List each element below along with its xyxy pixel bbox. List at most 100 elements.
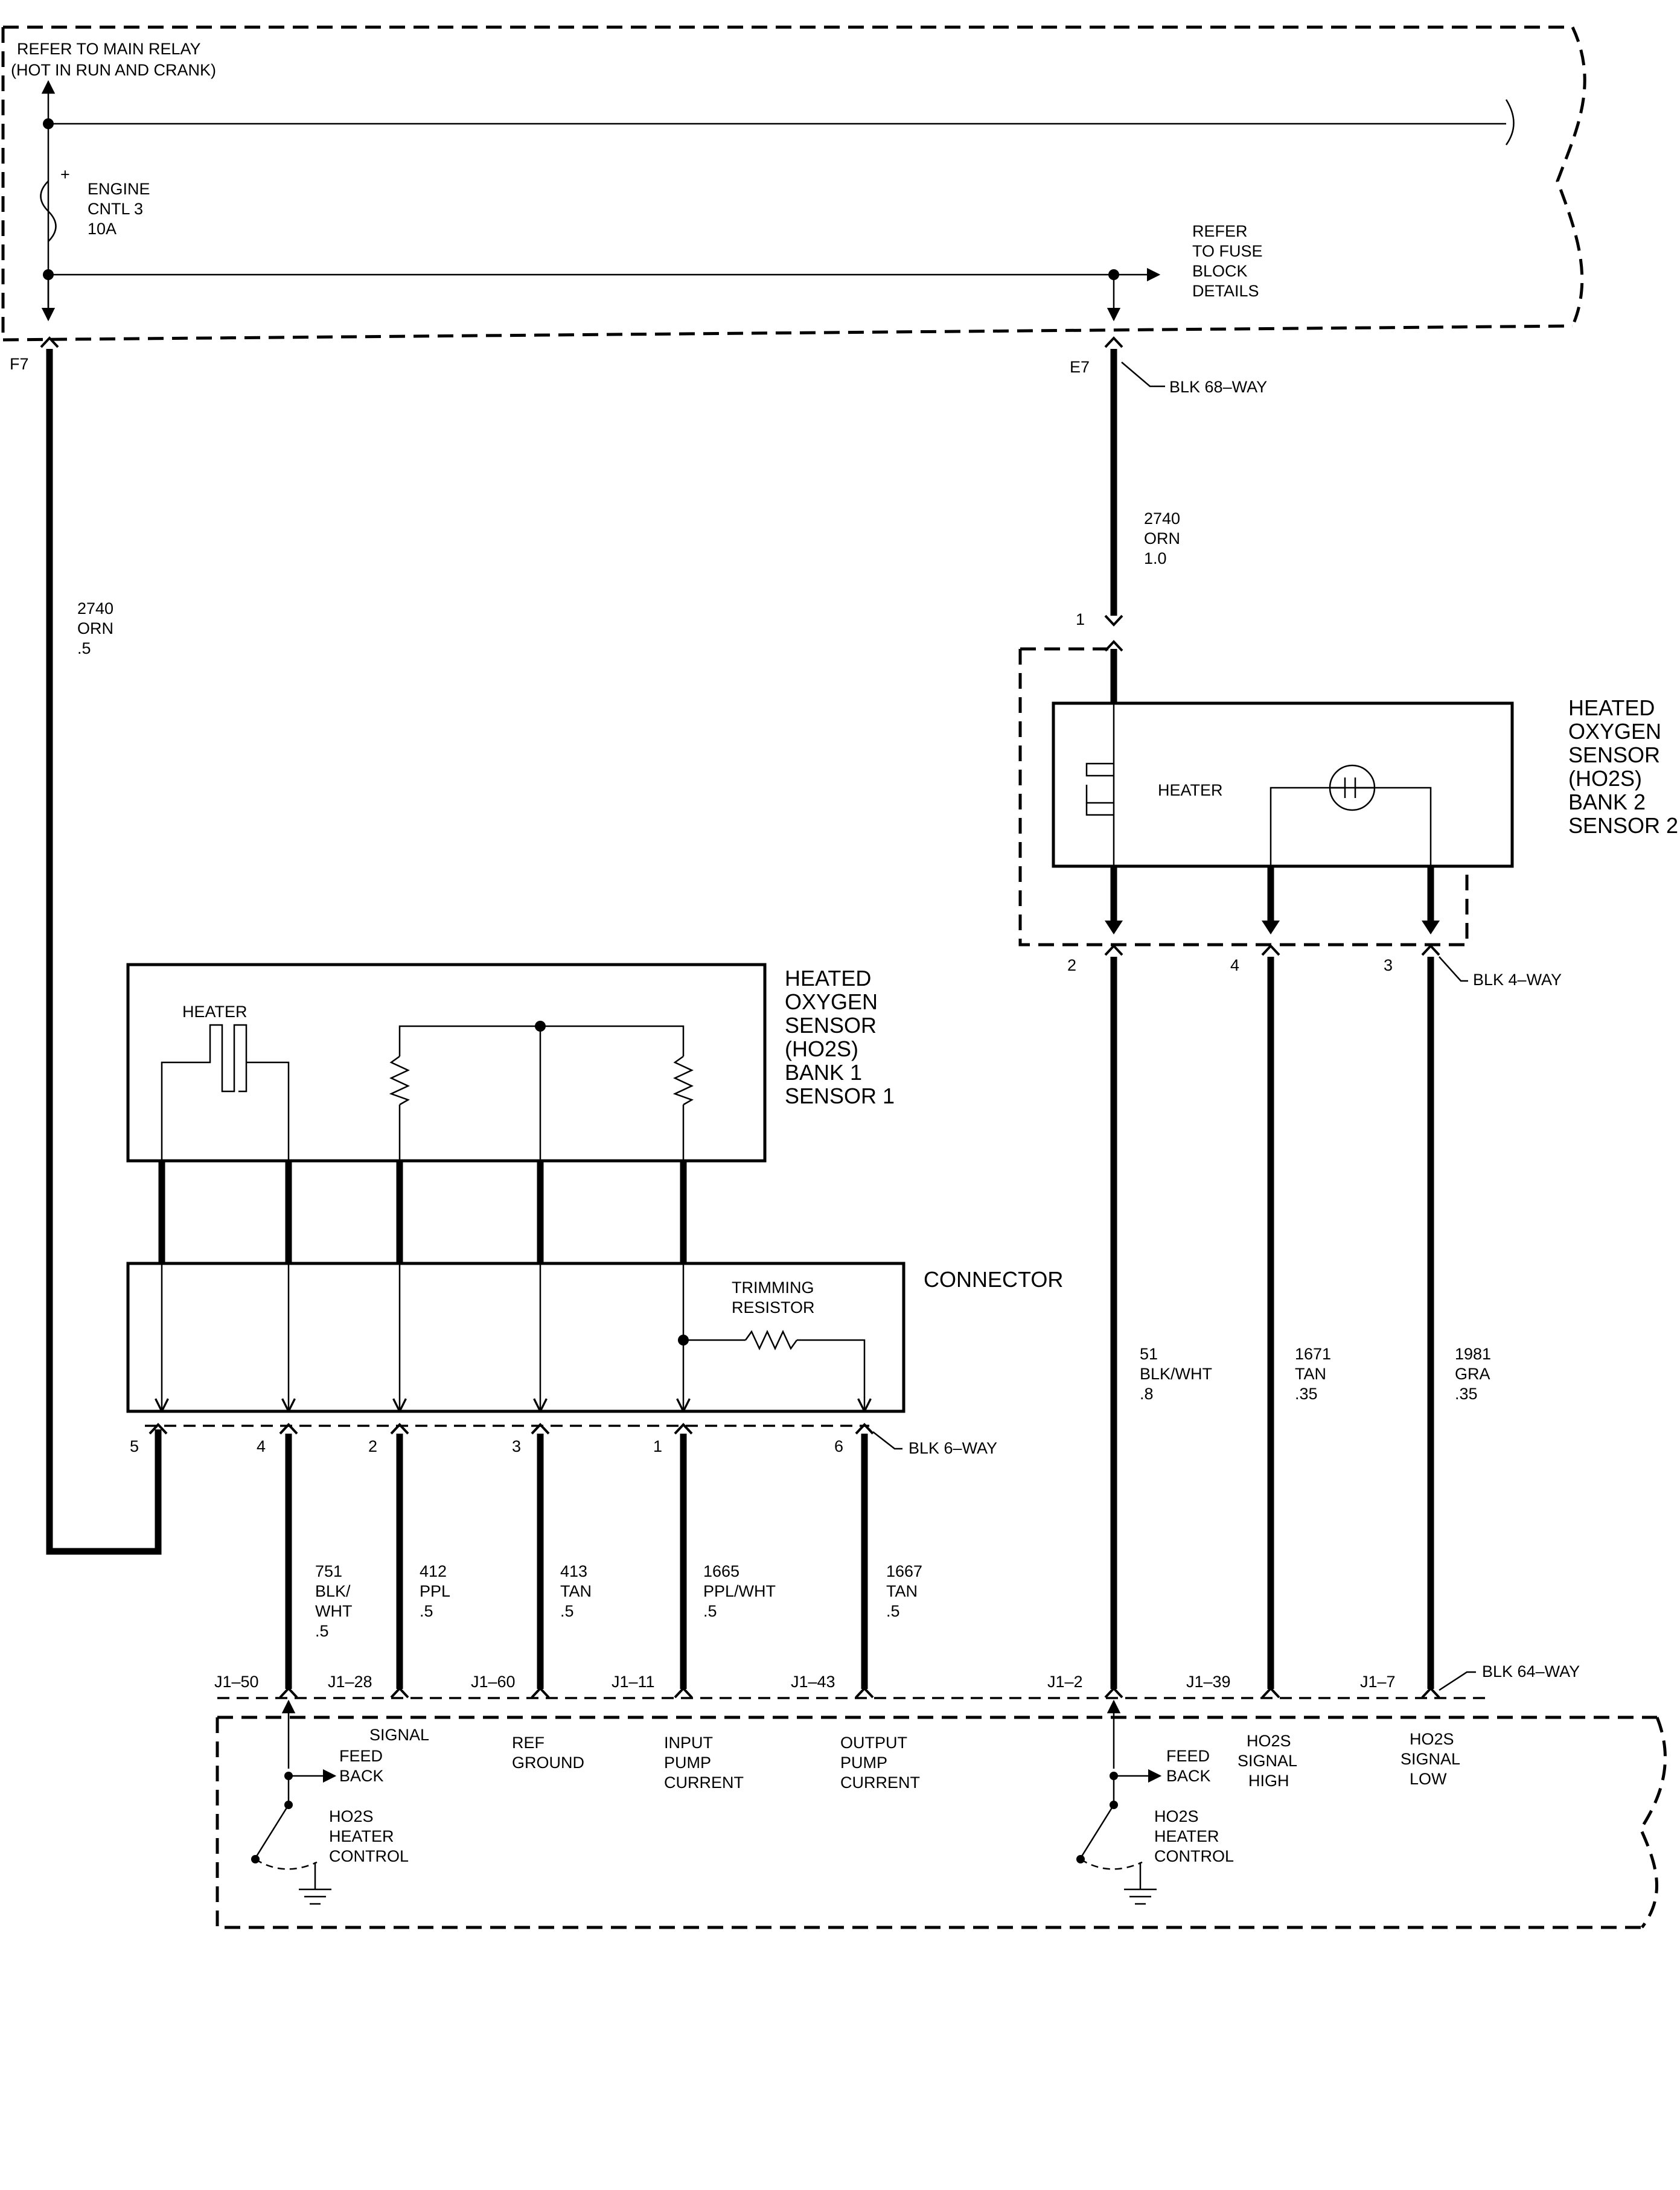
sensor2-title-1: HEATED: [1568, 695, 1655, 720]
pcm-output-pump-3: CURRENT: [840, 1773, 920, 1792]
wire-751-num: 751: [315, 1562, 342, 1580]
refer-splice-dot: [1108, 269, 1119, 280]
pcm-signal-low-1: HO2S: [1410, 1730, 1454, 1748]
wire-1671-num: 1671: [1295, 1345, 1331, 1363]
wire-1981-num: 1981: [1455, 1345, 1491, 1363]
refer-fuse-line4: DETAILS: [1192, 282, 1259, 300]
wire-1665-size: .5: [703, 1602, 717, 1620]
wire-2740-right-color: ORN: [1144, 529, 1180, 548]
wire-1665-color: PPL/WHT: [703, 1582, 776, 1600]
wire-2740-right-num: 2740: [1144, 509, 1180, 528]
pcm-heater-switch-right: [1076, 1699, 1162, 1905]
refer-fuse-line2: TO FUSE: [1192, 242, 1263, 260]
s2-pin2-terminal: [1104, 944, 1123, 956]
wire-413-num: 413: [560, 1562, 587, 1580]
wire-2740-left: [46, 349, 162, 1555]
wire-751-color: BLK/: [315, 1582, 351, 1600]
fuse-rating: 10A: [88, 220, 117, 238]
wire-1981-size: .35: [1455, 1385, 1478, 1403]
connector-title: CONNECTOR: [924, 1267, 1063, 1292]
wire-1667-color: TAN: [886, 1582, 918, 1600]
pcm-input-pump-1: INPUT: [664, 1734, 713, 1752]
s2-pin2-label: 2: [1067, 956, 1076, 974]
pcm-feedback-right-2: BACK: [1166, 1767, 1211, 1785]
j1-50-label: J1–50: [214, 1673, 259, 1691]
s1-pin4-label: 4: [257, 1437, 266, 1455]
j1-7-label: J1–7: [1360, 1673, 1396, 1691]
j1-39-label: J1–39: [1186, 1673, 1231, 1691]
sensor1-body: [126, 963, 767, 1163]
pcm-heater-right-1: HO2S: [1154, 1807, 1199, 1825]
wire-51-color: BLK/WHT: [1140, 1365, 1212, 1383]
wire-751-size: .5: [315, 1622, 329, 1640]
pcm-heater-left-2: HEATER: [329, 1827, 394, 1845]
pcm-region: [216, 1697, 1667, 1929]
s1-pin2-label: 2: [368, 1437, 377, 1455]
sensor2-heater-icon: [1085, 762, 1114, 816]
sensor1-title-4: (HO2S): [785, 1036, 858, 1061]
sensor2-title-5: BANK 2: [1568, 790, 1646, 814]
pcm-heater-right-2: HEATER: [1154, 1827, 1219, 1845]
pcm-ref-ground-1: REF: [512, 1734, 545, 1752]
pcm-ref-ground-2: GROUND: [512, 1754, 584, 1772]
blk68-label: BLK 68–WAY: [1169, 378, 1267, 396]
pcm-signal-low-2: SIGNAL: [1401, 1750, 1460, 1768]
sensor1-title-2: OXYGEN: [785, 989, 878, 1014]
wire-1667-size: .5: [886, 1602, 900, 1620]
j1-11-label: J1–11: [612, 1673, 655, 1691]
f7-label: F7: [10, 355, 29, 373]
pcm-signal-low-3: LOW: [1410, 1770, 1447, 1788]
wire-412-num: 412: [420, 1562, 447, 1580]
wire-751-color2: WHT: [315, 1602, 352, 1620]
pcm-output-pump-1: OUTPUT: [840, 1734, 907, 1752]
wire-51-size: .8: [1140, 1385, 1154, 1403]
connector-box-assembly: [126, 1262, 905, 1413]
main-relay-label: REFER TO MAIN RELAY: [17, 40, 201, 58]
pcm-heater-right-3: CONTROL: [1154, 1847, 1234, 1865]
sensor2-title-2: OXYGEN: [1568, 719, 1661, 744]
wire-1671-size: .35: [1295, 1385, 1318, 1403]
s2-pin1-label: 1: [1076, 610, 1085, 628]
sensor2-title-6: SENSOR 2: [1568, 813, 1678, 838]
pcm-heater-left-1: HO2S: [329, 1807, 374, 1825]
pcm-signal-high-3: HIGH: [1248, 1772, 1289, 1790]
blk4-label: BLK 4–WAY: [1473, 971, 1562, 989]
refer-fuse-line3: BLOCK: [1192, 262, 1248, 280]
pcm-signal-label: SIGNAL: [369, 1726, 429, 1744]
s2-pin1-male: [1104, 615, 1123, 627]
pcm-signal-high-1: HO2S: [1247, 1732, 1291, 1750]
sensor1-resistor-left: [389, 1055, 410, 1106]
wire-2740-left-num: 2740: [77, 599, 113, 618]
sensor2-heater-label: HEATER: [1158, 781, 1223, 799]
bus-splice-dot: [43, 118, 54, 129]
j1-43-label: J1–43: [791, 1673, 835, 1691]
sensor1-assembly: HEATER: [126, 963, 767, 1263]
wire-413-size: .5: [560, 1602, 574, 1620]
sensor2-title-4: (HO2S): [1568, 766, 1642, 791]
pcm-output-pump-2: PUMP: [840, 1754, 887, 1772]
pcm-feedback-left-2: BACK: [339, 1767, 384, 1785]
wire-1667-num: 1667: [886, 1562, 922, 1580]
sensor2-assembly: HEATER: [1018, 647, 1514, 947]
sensor1-title-6: SENSOR 1: [785, 1084, 895, 1108]
sensor1-title-3: SENSOR: [785, 1013, 877, 1038]
sensor1-heater-label: HEATER: [182, 1003, 248, 1021]
pcm-signal-high-2: SIGNAL: [1238, 1752, 1297, 1770]
refer-fuse-line1: REFER: [1192, 222, 1248, 240]
pcm-input-pump-3: CURRENT: [664, 1773, 744, 1792]
f7-terminal: [40, 336, 59, 348]
j1-60-label: J1–60: [471, 1673, 516, 1691]
sensor1-resistor-right: [672, 1055, 694, 1106]
s1-pin1-label: 1: [653, 1437, 662, 1455]
blk64-label: BLK 64–WAY: [1482, 1662, 1580, 1681]
sensor1-title-1: HEATED: [785, 966, 871, 991]
wire-2740-left-color: ORN: [77, 619, 113, 637]
fuse-plus-sign: +: [60, 165, 70, 184]
fuse-name-line1: ENGINE: [88, 180, 150, 198]
trimming-resistor-icon: [744, 1330, 798, 1350]
wire-2740-right-size: 1.0: [1144, 549, 1167, 567]
s2-pin4-label: 4: [1230, 956, 1239, 974]
trimming-label-1: TRIMMING: [732, 1279, 814, 1297]
wire-1665-num: 1665: [703, 1562, 739, 1580]
j1-28-label: J1–28: [328, 1673, 372, 1691]
